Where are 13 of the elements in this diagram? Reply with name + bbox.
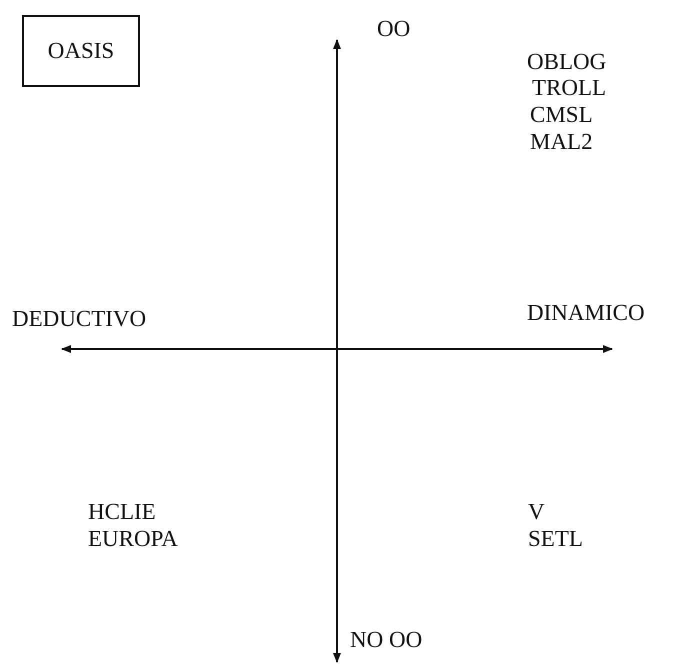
language-name: CMSL: [530, 102, 593, 128]
language-name: V: [528, 499, 545, 525]
language-name: HCLIE: [88, 499, 156, 525]
axis-label: NO OO: [350, 627, 422, 653]
language-name: EUROPA: [88, 526, 178, 552]
language-name: MAL2: [530, 129, 593, 155]
language-box: OASIS: [22, 15, 140, 87]
language-name: TROLL: [532, 75, 606, 101]
language-name: SETL: [528, 526, 583, 552]
language-name: OBLOG: [527, 49, 606, 75]
axis-label: OO: [377, 16, 410, 42]
axis-label: DINAMICO: [527, 300, 645, 326]
axis-label: DEDUCTIVO: [12, 306, 146, 332]
